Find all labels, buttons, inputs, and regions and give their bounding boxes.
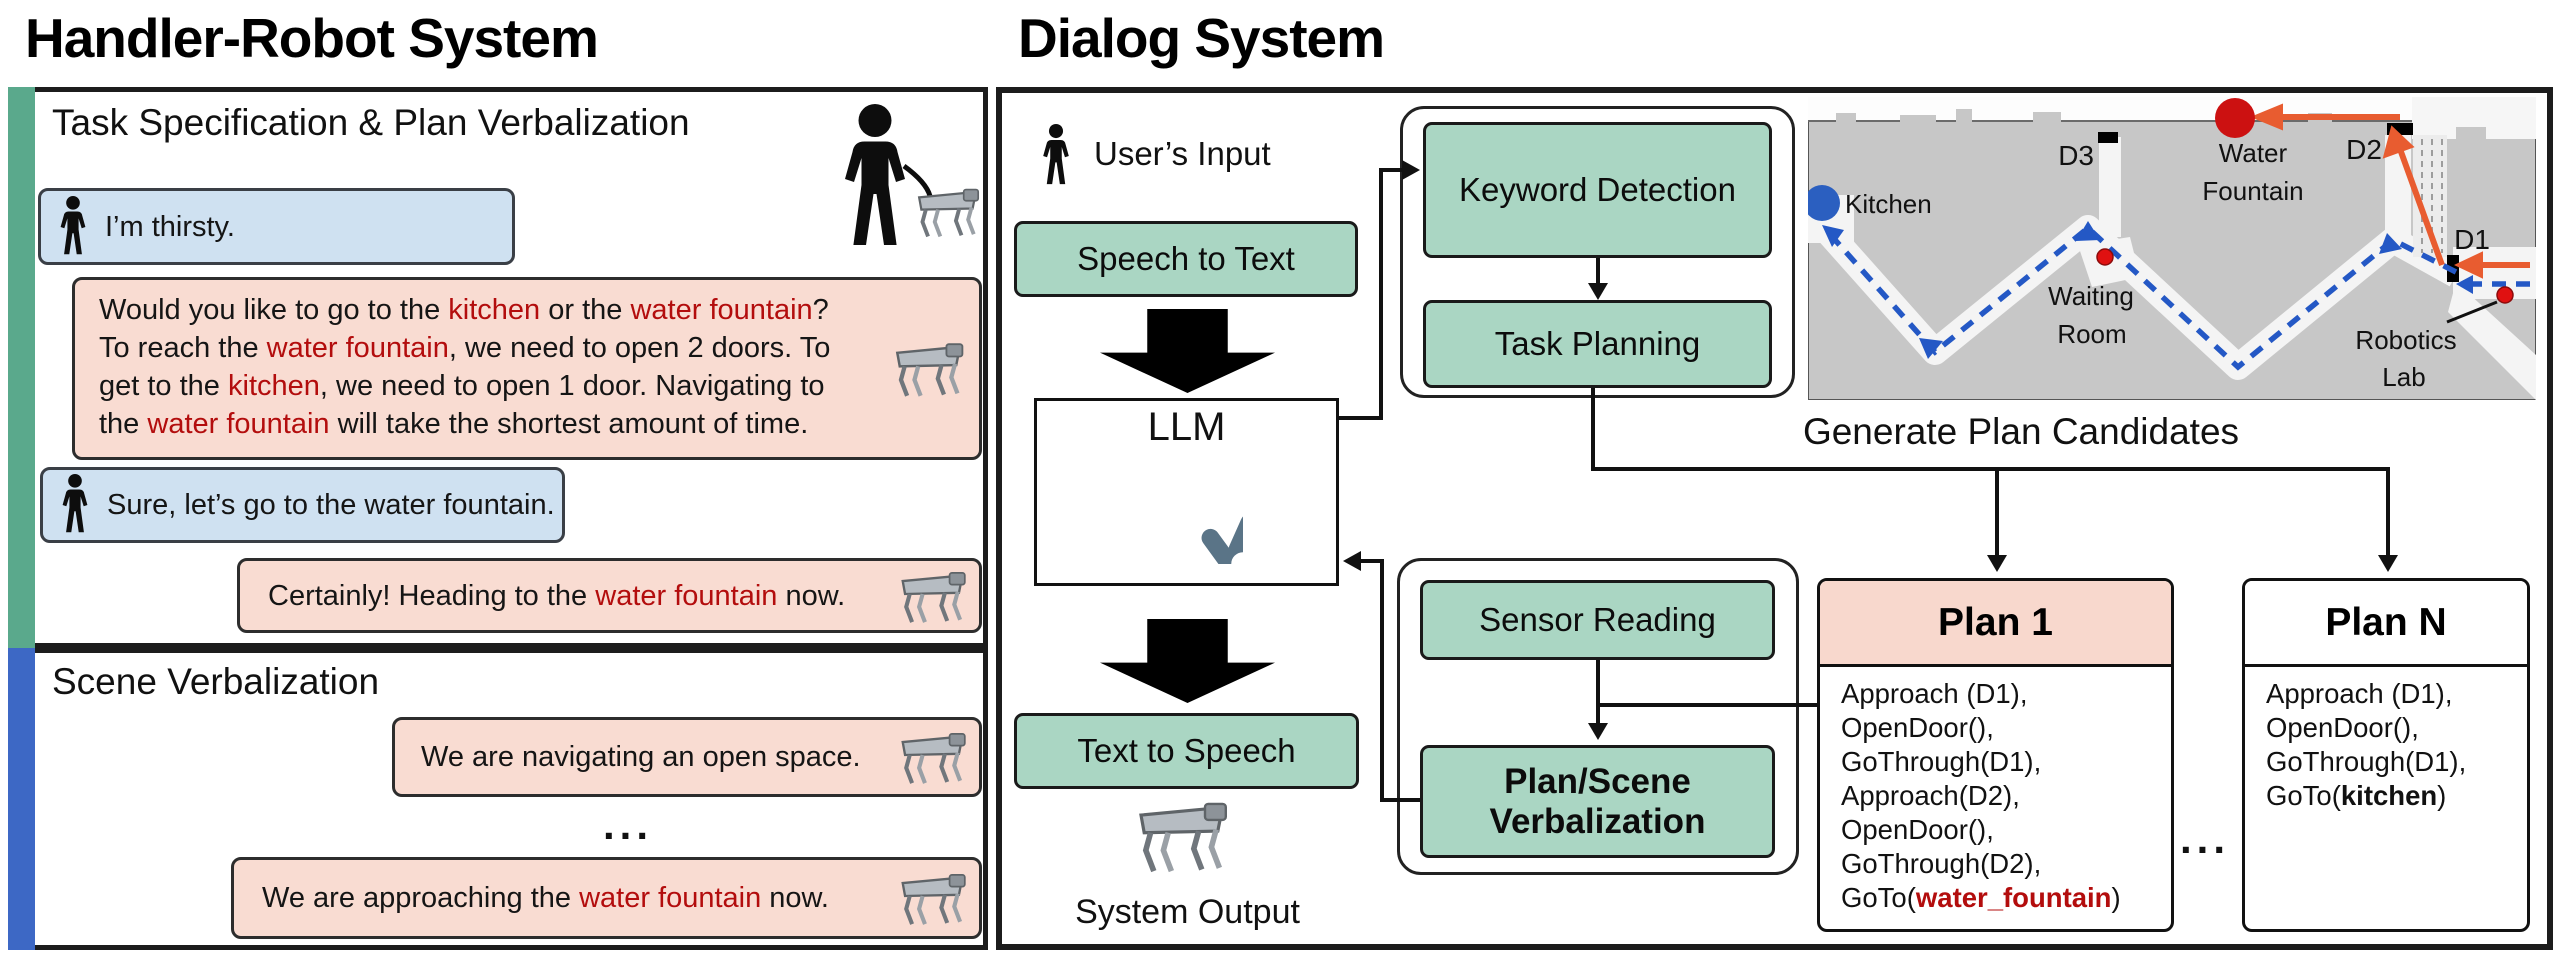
robot-dog-icon — [891, 569, 973, 626]
task-planning-box: Task Planning — [1423, 300, 1772, 388]
dialog-system-title: Dialog System — [1018, 7, 1385, 69]
plans-ellipsis: ... — [2179, 815, 2230, 862]
bubble-text: Certainly! Heading to the water fountain… — [268, 579, 846, 612]
plan-n-steps: Approach (D1),OpenDoor(),GoThrough(D1),G… — [2266, 678, 2467, 811]
scene-ellipsis: ... — [602, 801, 653, 848]
map-label-kitchen: Kitchen — [1845, 189, 1932, 219]
map-label-lab: Lab — [2382, 362, 2425, 392]
bubble-text: I’m thirsty. — [105, 210, 235, 243]
route-arrowheads — [1822, 221, 2473, 359]
openai-logo-icon — [1131, 452, 1243, 564]
llm-box: LLM — [1034, 398, 1339, 586]
map-label-d1: D1 — [2454, 224, 2490, 255]
map-label-room: Room — [2057, 319, 2126, 349]
kitchen-dot — [1804, 185, 1840, 221]
down-arrow — [1100, 309, 1275, 393]
scene-section-color-bar — [8, 648, 35, 950]
robot-bubble-options: Would you like to go to the kitchen or t… — [72, 277, 982, 460]
handler-bubble-sure: Sure, let’s go to the water fountain. — [40, 467, 565, 543]
robot-bubble-navigating: We are navigating an open space. — [392, 717, 982, 797]
sensor-reading-box: Sensor Reading — [1420, 580, 1775, 660]
handler-system-title: Handler-Robot System — [25, 7, 599, 69]
robot-dog-icon — [1125, 799, 1237, 876]
handler-and-robot-icon — [808, 104, 983, 269]
task-section-title: Task Specification & Plan Verbalization — [52, 102, 690, 143]
robot-bubble-approaching: We are approaching the water fountain no… — [231, 857, 982, 939]
system-output-label: System Output — [1075, 893, 1300, 931]
leash-line — [902, 163, 933, 197]
robot-dog-icon — [891, 730, 973, 787]
map-label-robotics: Robotics — [2355, 325, 2456, 355]
person-icon — [55, 196, 91, 258]
person-icon — [57, 474, 93, 536]
person-icon — [1038, 124, 1074, 188]
bubble-text: We are navigating an open space. — [421, 741, 861, 773]
map-label-water: Water — [2219, 138, 2288, 168]
plan-1-header: Plan 1 — [1820, 581, 2171, 667]
users-input-label: User’s Input — [1094, 135, 1271, 172]
task-specification-section: Task Specification & Plan Verbalization … — [8, 87, 988, 648]
scene-verbalization-section: Scene Verbalization We are navigating an… — [8, 648, 988, 950]
task-section-color-bar — [8, 87, 35, 648]
scene-section-title: Scene Verbalization — [52, 661, 380, 702]
keyword-detection-box: Keyword Detection — [1423, 122, 1772, 258]
bubble-text: Would you like to go to the kitchen or t… — [99, 294, 831, 440]
bubble-text: Sure, let’s go to the water fountain. — [107, 489, 555, 521]
dialog-system-panel: User’s Input Speech to Text LLM Text to … — [996, 87, 2553, 950]
robot-dog-icon — [891, 871, 973, 928]
plan-n-header: Plan N — [2245, 581, 2527, 667]
text-to-speech-box: Text to Speech — [1014, 713, 1359, 789]
plan-scene-verbalization-box: Plan/Scene Verbalization — [1420, 745, 1775, 858]
llm-label: LLM — [1147, 405, 1226, 449]
plan-n-box: Plan N Approach (D1),OpenDoor(),GoThroug… — [2242, 578, 2530, 932]
robotics-lab-pointer — [2446, 300, 2498, 324]
down-arrow — [1100, 619, 1275, 703]
waiting-room-dot — [2096, 248, 2114, 266]
map-label-d2: D2 — [2346, 134, 2382, 165]
route-path — [1825, 224, 2530, 371]
water-fountain-dot — [2215, 98, 2255, 138]
map-label-fountain: Fountain — [2202, 176, 2303, 206]
speech-to-text-box: Speech to Text — [1014, 221, 1358, 297]
map-label-waiting: Waiting — [2048, 281, 2134, 311]
handler-bubble-thirsty: I’m thirsty. — [38, 188, 515, 265]
map-label-d3: D3 — [2058, 140, 2094, 171]
floor-map: Kitchen D3 Water Fountain D2 D1 Waiting … — [1804, 96, 2537, 401]
robot-dog-icon — [885, 340, 971, 400]
plan-1-steps: Approach (D1),OpenDoor(),GoThrough(D1),A… — [1841, 678, 2121, 913]
generate-plan-candidates-label: Generate Plan Candidates — [1802, 411, 2240, 452]
robot-bubble-certainly: Certainly! Heading to the water fountain… — [237, 558, 982, 633]
robot-position-dot — [2496, 286, 2514, 304]
bubble-text: We are approaching the water fountain no… — [262, 882, 829, 914]
plan-1-box: Plan 1 Approach (D1),OpenDoor(),GoThroug… — [1817, 578, 2174, 932]
door-d3 — [2098, 132, 2118, 143]
candidate-arrows — [2250, 103, 2530, 279]
